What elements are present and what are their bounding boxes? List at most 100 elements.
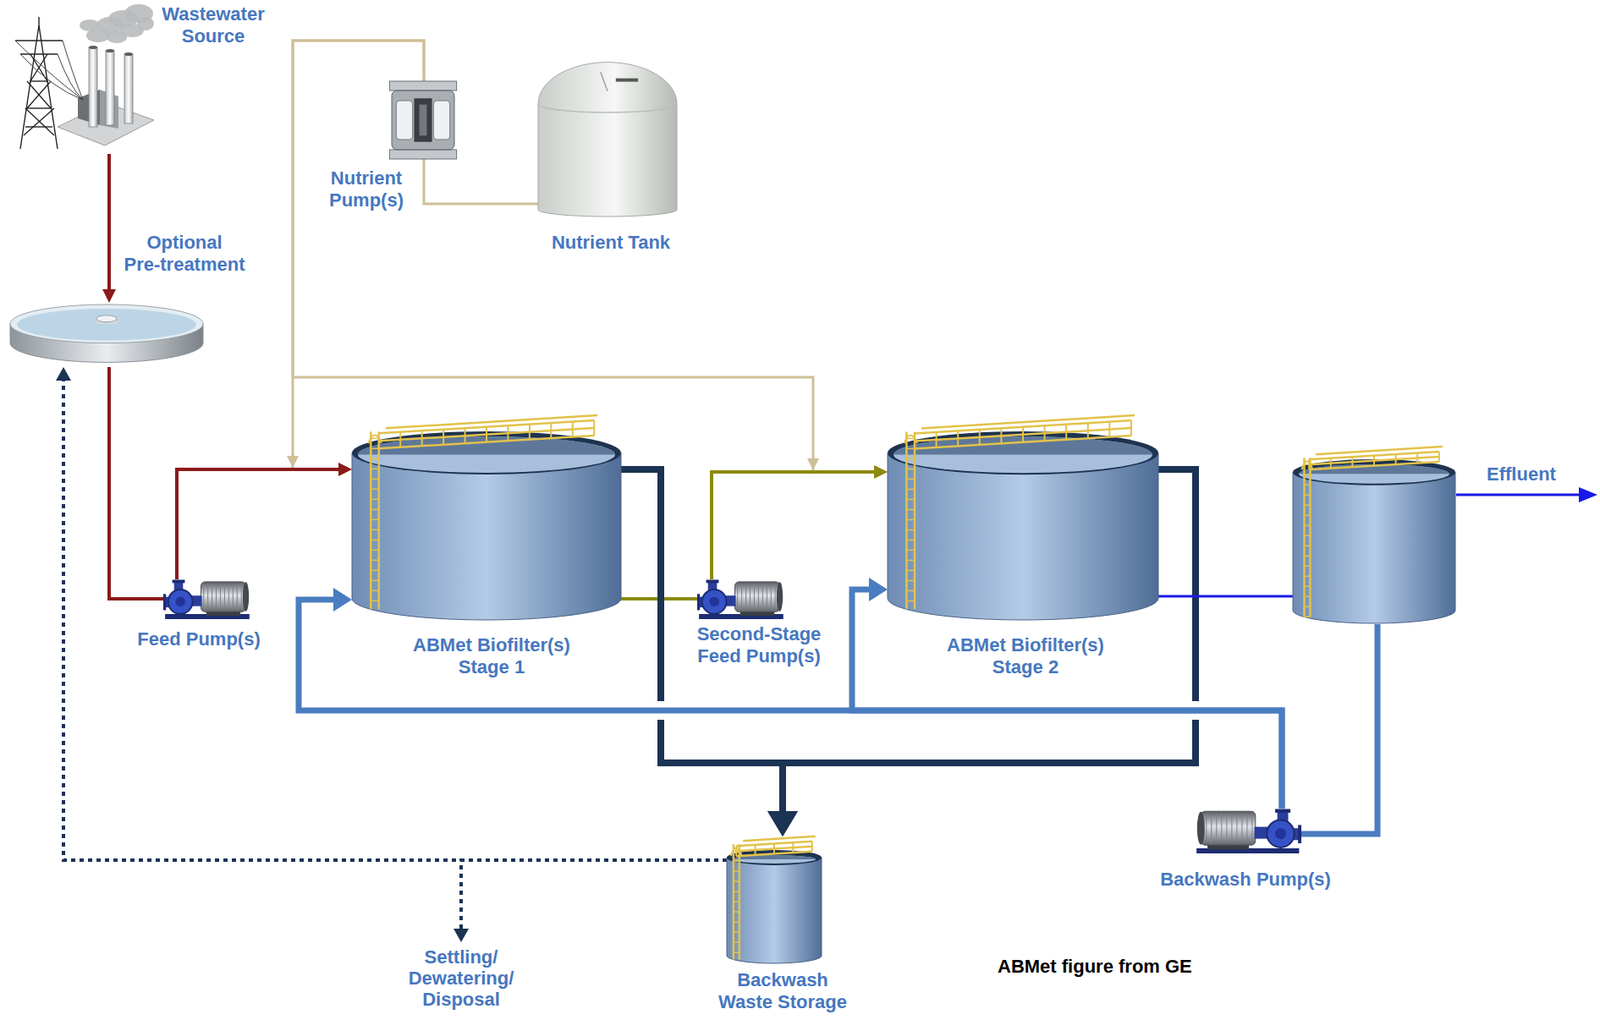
word: Effluent [1486, 463, 1557, 485]
drawing-part [15, 40, 83, 100]
drawing-part [20, 54, 83, 100]
drawing-part [1297, 824, 1302, 844]
drawing-part [370, 509, 380, 512]
drawing-part [791, 842, 794, 853]
nutrient-line [423, 159, 539, 204]
drawing-part [1303, 545, 1310, 548]
source-icon-art [5, 0, 154, 154]
drawing-part [906, 478, 915, 481]
drawing-part [1022, 427, 1024, 443]
drawing-part [395, 100, 413, 140]
nutrient-line [292, 40, 424, 470]
drawing-part [1303, 505, 1310, 507]
drawing-part [1416, 453, 1419, 464]
drawing-part [906, 600, 915, 603]
drawing-part [1065, 424, 1067, 440]
drawing-part [23, 108, 55, 136]
drawing-part [370, 438, 380, 440]
centrifugal-pump-art [697, 579, 787, 621]
word: Storage [777, 991, 847, 1013]
drawing-part [1395, 454, 1397, 465]
node-label: Optional Pre-treatment [123, 231, 247, 276]
drawing-part [733, 860, 740, 863]
node-label: Nutrient Pump(s) [328, 167, 405, 212]
drawing-part [538, 62, 677, 217]
drawing-part [203, 583, 204, 611]
drawing-part [1303, 606, 1310, 609]
storage-tank-art [726, 836, 822, 965]
drawing-part [1373, 456, 1375, 467]
drawing-part [1303, 457, 1306, 617]
backwash-supply-line [1301, 624, 1378, 835]
drawing-part [1298, 464, 1450, 484]
drawing-part [903, 434, 918, 444]
drawing-part [236, 583, 238, 611]
drawing-part [15, 39, 63, 41]
drawing-part [168, 589, 193, 615]
drawing-part [370, 560, 380, 562]
drawing-part [702, 589, 727, 615]
drawing-part [1275, 809, 1291, 814]
word: Pump(s) [329, 189, 404, 211]
drawing-part [351, 452, 622, 621]
drawing-part [1130, 420, 1133, 436]
drawing-part [1303, 525, 1310, 528]
drawing-part [745, 583, 747, 611]
drawing-part [485, 427, 488, 443]
drawing-part [733, 850, 740, 853]
drawing-part [1301, 461, 1313, 470]
word: Stage [992, 656, 1044, 678]
drawing-part [413, 98, 432, 143]
drawing-part [1303, 535, 1310, 538]
word: Pump(s) [1256, 868, 1331, 891]
drawing-part [232, 583, 234, 611]
drawing-part [370, 489, 380, 491]
drawing-part [758, 583, 759, 611]
word: Waste [718, 991, 773, 1013]
drawing-part [370, 519, 380, 522]
drawing-part [1303, 596, 1310, 599]
drawing-part [105, 50, 115, 126]
source-icon: Wastewater Source [5, 0, 154, 154]
drawing-part [391, 90, 455, 150]
word: Feed [697, 645, 741, 667]
drawing-part [906, 458, 915, 461]
biofilter-tank-art [351, 412, 622, 622]
drawing-part [1303, 494, 1310, 497]
drawing-part [1266, 820, 1294, 848]
drawing-part [733, 941, 740, 944]
biofilter-tank: ABMet Biofilter(s) Stage 1 [351, 412, 622, 622]
drawing-part [906, 519, 915, 522]
drawing-part [753, 583, 755, 611]
drawing-part [242, 582, 249, 612]
drawing-part [38, 16, 39, 26]
word: Nutrient [330, 167, 402, 189]
drawing-part [1044, 425, 1046, 441]
drawing-part [207, 583, 209, 611]
connector-group [109, 40, 1196, 812]
drawing-part [766, 583, 768, 611]
chemical-tank: Nutrient Tank [538, 55, 677, 217]
word: Settling/ [424, 946, 499, 968]
drawing-part [96, 315, 117, 323]
backwash-supply-line [852, 589, 1282, 809]
centrifugal-pump: Backwash Pump(s) [1192, 808, 1302, 855]
drawing-part [1205, 813, 1207, 844]
drawing-part [27, 81, 51, 109]
line-casing [852, 589, 1282, 809]
node-label: Settling/ Dewatering/ Disposal [407, 946, 516, 1011]
drawing-part [1251, 813, 1253, 844]
effluent-tank: Effluent [1292, 445, 1456, 625]
word: ABMet [946, 634, 1007, 656]
node-label: Backwash Pump(s) [1159, 868, 1333, 891]
drawing-part [137, 16, 154, 31]
drawing-part [906, 448, 915, 451]
influent-line [107, 153, 111, 290]
node-label: ABMet Biofilter(s) Stage 2 [945, 634, 1106, 679]
drawing-part [1275, 828, 1287, 840]
drawing-part [906, 549, 915, 552]
drawing-part [956, 430, 959, 446]
word: Biofilter(s) [477, 634, 571, 656]
connector-group [63, 380, 1378, 930]
drawing-part [1303, 474, 1310, 477]
